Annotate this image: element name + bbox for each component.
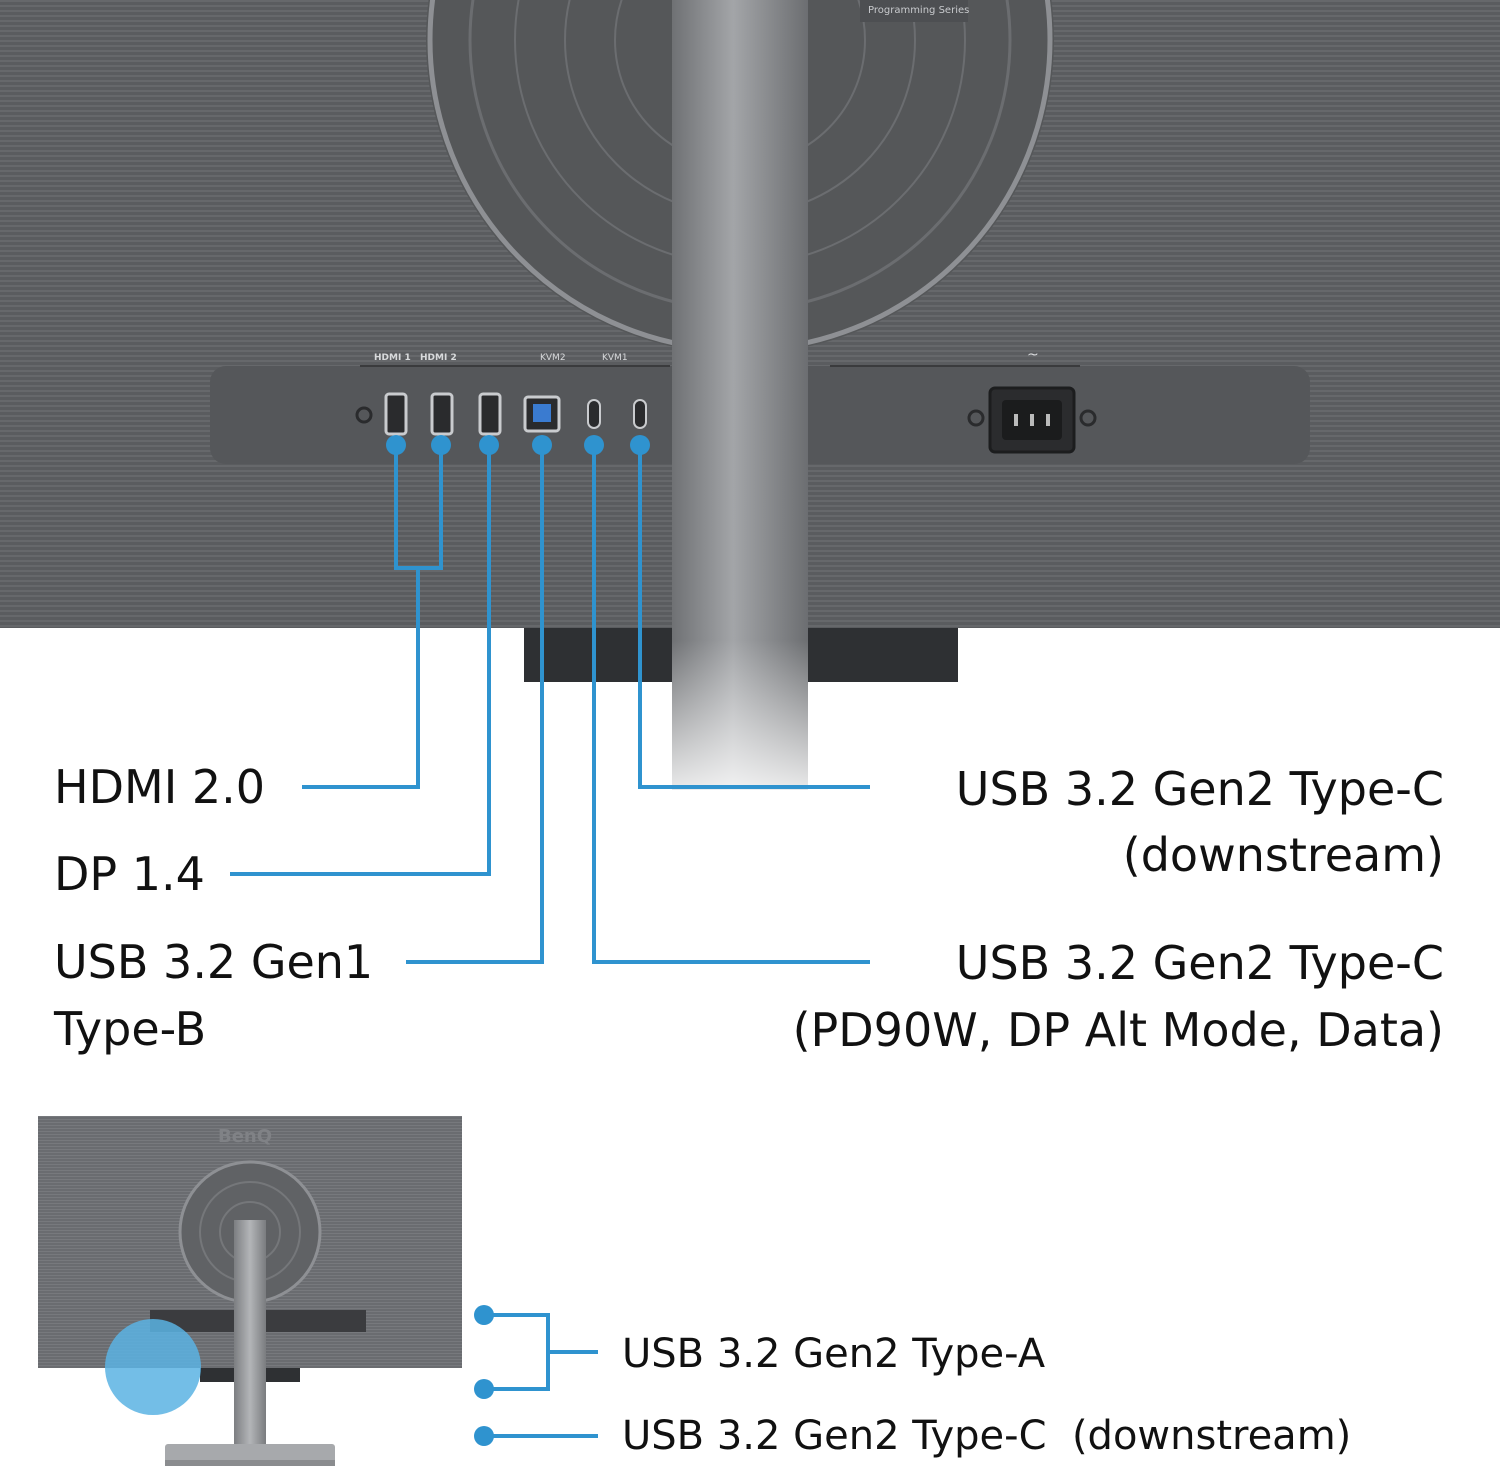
hdmi-1-port xyxy=(384,392,408,436)
label-usb-b-line2: Type-B xyxy=(54,1002,207,1056)
port-row xyxy=(355,386,1097,454)
side-callout-dots xyxy=(474,1305,494,1446)
label-usbc-pd-line1: USB 3.2 Gen2 Type-C xyxy=(955,936,1444,990)
thumbnail-monitor xyxy=(38,1116,462,1466)
power-marking: ~ xyxy=(1027,347,1039,363)
callout-lines xyxy=(230,445,870,964)
label-side-usbc: USB 3.2 Gen2 Type-C (downstream) xyxy=(622,1413,1352,1459)
usb-highlight-circle xyxy=(105,1319,201,1415)
side-callout-lines xyxy=(484,1313,598,1438)
label-dp: DP 1.4 xyxy=(54,847,205,901)
kvm1-marking: KVM1 xyxy=(602,353,628,363)
callout-dots xyxy=(386,435,650,455)
label-usb-b-line1: USB 3.2 Gen1 xyxy=(54,935,374,989)
label-side-usba: USB 3.2 Gen2 Type-A xyxy=(622,1331,1046,1377)
label-usbc-down-line2: (downstream) xyxy=(1122,828,1444,882)
label-usbc-down-line1: USB 3.2 Gen2 Type-C xyxy=(955,762,1444,816)
hdmi2-marking: HDMI 2 xyxy=(420,353,457,363)
usb-c-pd-port xyxy=(587,399,601,429)
dp-port xyxy=(478,392,502,436)
series-label: Programming Series xyxy=(868,5,970,16)
brand-logo: BenQ xyxy=(218,1126,273,1147)
label-usbc-pd-line2: (PD90W, DP Alt Mode, Data) xyxy=(792,1003,1444,1057)
hdmi-2-port xyxy=(430,392,454,436)
label-hdmi: HDMI 2.0 xyxy=(54,760,266,814)
hdmi1-marking: HDMI 1 xyxy=(374,353,411,363)
kvm2-marking: KVM2 xyxy=(540,353,566,363)
usb-c-down-port xyxy=(633,399,647,429)
